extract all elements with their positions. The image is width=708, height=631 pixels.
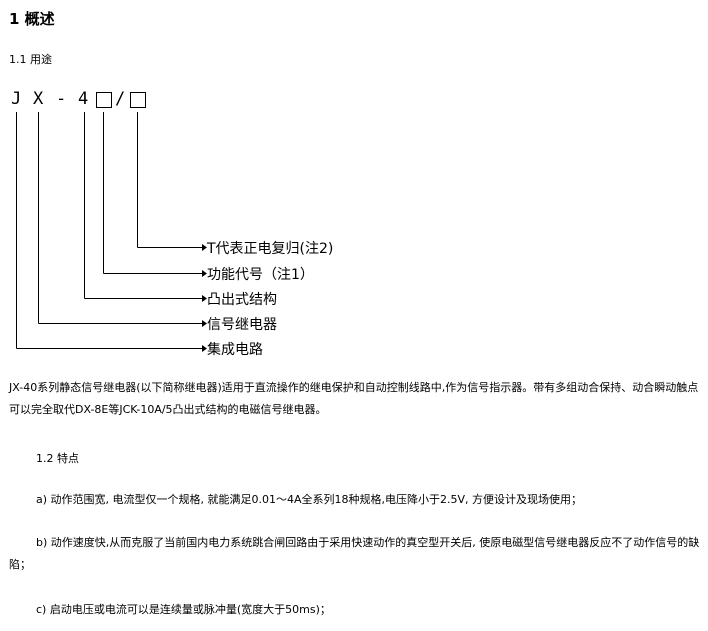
model-reset-box — [130, 92, 146, 108]
model-char-j: J — [11, 89, 22, 109]
feature-item-a: a) 动作范围宽, 电流型仅一个规格, 就能满足0.01～4A全系列18种规格,… — [36, 493, 583, 506]
legend-function-label: 功能代号（注1） — [207, 267, 314, 283]
section-title: 1 概述 — [9, 10, 55, 28]
model-char-dash: - — [56, 89, 67, 109]
legend-ic-label: 集成电路 — [207, 342, 263, 358]
legend-structure-label: 凸出式结构 — [207, 292, 277, 308]
legend-reset-label: T代表正电复归(注2) — [207, 241, 334, 257]
legend-signal-relay-label: 信号继电器 — [207, 317, 277, 333]
model-separator: / — [115, 89, 126, 109]
intro-paragraph: JX-40系列静态信号继电器(以下简称继电器)适用于直流操作的继电保护和自动控制… — [9, 381, 699, 416]
model-char-x: X — [33, 89, 44, 109]
subsection-features-heading: 1.2 特点 — [36, 452, 79, 465]
feature-item-b: b) 动作速度快,从而克服了当前国内电力系统跳合闸回路由于采用快速动作的真空型开… — [9, 536, 700, 571]
model-function-box — [96, 92, 112, 108]
model-char-4: 4 — [78, 89, 89, 109]
subsection-usage-heading: 1.1 用途 — [9, 53, 52, 66]
feature-item-c: c) 启动电压或电流可以是连续量或脉冲量(宽度大于50ms)； — [36, 603, 331, 616]
